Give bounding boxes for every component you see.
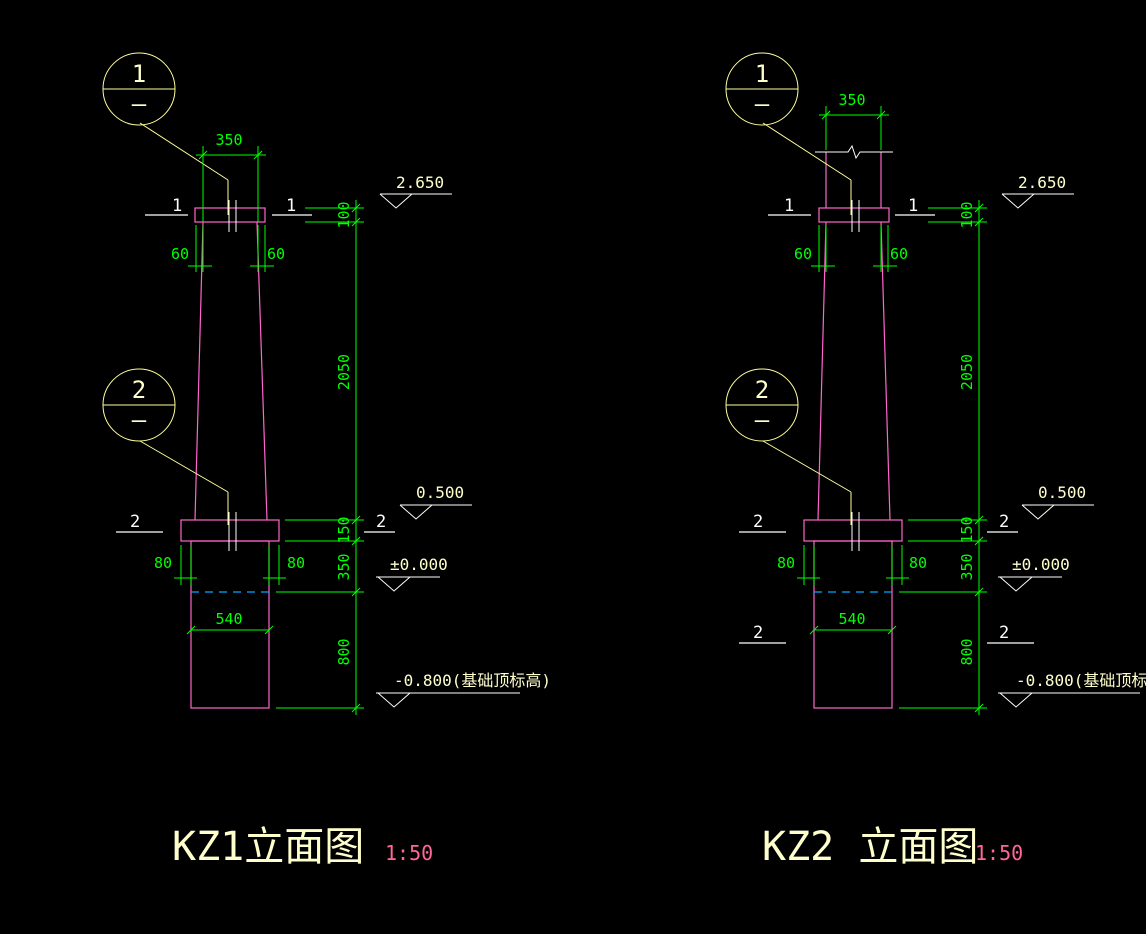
kz1-dim-left-offset-top: 60 <box>171 245 189 263</box>
kz2-vdim-800: 800 <box>958 638 976 665</box>
kz2-base-pedestal <box>813 540 893 709</box>
kz2-vdim-100: 100 <box>958 201 976 228</box>
kz2-bubble-1-number: 1 <box>755 60 769 88</box>
kz2-title: KZ2 立面图 <box>762 824 978 870</box>
kz2-right-taper-edge <box>880 221 891 521</box>
kz2-level-2650: 2.650 <box>1018 173 1066 192</box>
kz2-bubble-1-sub: – <box>755 90 770 118</box>
kz1-leader-1 <box>139 122 229 181</box>
kz2-top-cap <box>818 207 890 223</box>
kz2-dim-right-offset-top: 60 <box>890 245 908 263</box>
kz1-bubble-2-number: 2 <box>132 376 146 404</box>
kz1-center-marks <box>228 200 237 551</box>
kz2-vdim-150: 150 <box>958 516 976 543</box>
kz1-level-0500: 0.500 <box>416 483 464 502</box>
kz1-level-markers <box>376 193 520 708</box>
kz2-horizontal-dims <box>797 106 909 635</box>
kz1-vdim-100: 100 <box>335 201 353 228</box>
kz2-elevation: 1 – 2 – 1 1 2 2 2 2 <box>725 52 1146 870</box>
kz1-vertical-dims <box>276 200 364 715</box>
kz2-dim-left-offset-top: 60 <box>794 245 812 263</box>
kz1-dim-top-width: 350 <box>215 131 242 149</box>
kz2-leader-1 <box>762 122 852 181</box>
kz1-left-taper-edge <box>194 221 204 521</box>
kz1-section-bubbles <box>102 52 229 525</box>
kz1-cut-bottom-right: 2 <box>376 512 386 532</box>
kz1-bubble-2-sub: – <box>132 406 147 434</box>
kz2-vertical-dims <box>899 200 987 715</box>
kz1-base-pedestal <box>190 540 270 709</box>
kz1-dim-right-offset-top: 60 <box>267 245 285 263</box>
kz1-cut-top-right: 1 <box>286 196 296 216</box>
kz1-elevation: 1 – 2 – 1 1 2 2 <box>102 52 551 870</box>
kz1-leader-2 <box>139 440 229 493</box>
kz1-dim-right-offset-bottom: 80 <box>287 554 305 572</box>
kz2-cut-top-right: 1 <box>908 196 918 216</box>
kz1-title: KZ1立面图 <box>172 824 364 870</box>
kz1-level-2650: 2.650 <box>396 173 444 192</box>
kz2-bubble-2-number: 2 <box>755 376 769 404</box>
kz2-level-0000: ±0.000 <box>1012 555 1070 574</box>
kz2-column-outline <box>803 152 903 709</box>
kz1-level-foundation: -0.800(基础顶标高) <box>394 671 551 690</box>
kz1-column-outline <box>180 207 280 709</box>
kz2-dim-top-width: 350 <box>838 91 865 109</box>
kz1-vdim-800: 800 <box>335 638 353 665</box>
kz1-horizontal-dims <box>174 146 286 635</box>
kz2-level-foundation: -0.800(基础顶标高) <box>1016 671 1146 690</box>
kz2-cut-bottom-left: 2 <box>753 512 763 532</box>
kz2-bubble-2-sub: – <box>755 406 770 434</box>
kz2-left-taper-edge <box>817 221 827 521</box>
kz2-cut-bottom-right: 2 <box>999 512 1009 532</box>
kz2-cut-top-left: 1 <box>784 196 794 216</box>
kz1-top-cap <box>194 207 266 223</box>
kz1-level-0000: ±0.000 <box>390 555 448 574</box>
kz1-bubble-1-number: 1 <box>132 60 146 88</box>
kz2-level-0500: 0.500 <box>1038 483 1086 502</box>
kz2-dim-left-offset-bottom: 80 <box>777 554 795 572</box>
kz1-bubble-1-sub: – <box>132 90 147 118</box>
kz2-cut-lower-right: 2 <box>999 623 1009 643</box>
kz1-vdim-350: 350 <box>335 553 353 580</box>
kz2-scale: 1:50 <box>975 841 1023 865</box>
kz1-vdim-2050: 2050 <box>335 354 353 390</box>
kz1-scale: 1:50 <box>385 841 433 865</box>
kz2-vdim-350: 350 <box>958 553 976 580</box>
kz1-section-cut-lines <box>116 214 395 533</box>
kz2-level-markers <box>998 193 1140 708</box>
kz2-cut-lower-left: 2 <box>753 623 763 643</box>
kz1-dim-left-offset-bottom: 80 <box>154 554 172 572</box>
kz1-dim-base-width: 540 <box>215 610 242 628</box>
kz2-section-bubbles <box>725 52 852 525</box>
kz2-leader-2 <box>762 440 852 493</box>
kz1-vdim-150: 150 <box>335 516 353 543</box>
kz1-cut-top-left: 1 <box>172 196 182 216</box>
kz2-center-marks <box>851 200 860 551</box>
kz1-cut-bottom-left: 2 <box>130 512 140 532</box>
kz2-vdim-2050: 2050 <box>958 354 976 390</box>
kz2-dim-right-offset-bottom: 80 <box>909 554 927 572</box>
kz1-right-taper-edge <box>256 221 268 521</box>
kz2-break-line <box>815 144 893 160</box>
kz2-section-cut-lines <box>739 214 1034 644</box>
kz2-dim-base-width: 540 <box>838 610 865 628</box>
